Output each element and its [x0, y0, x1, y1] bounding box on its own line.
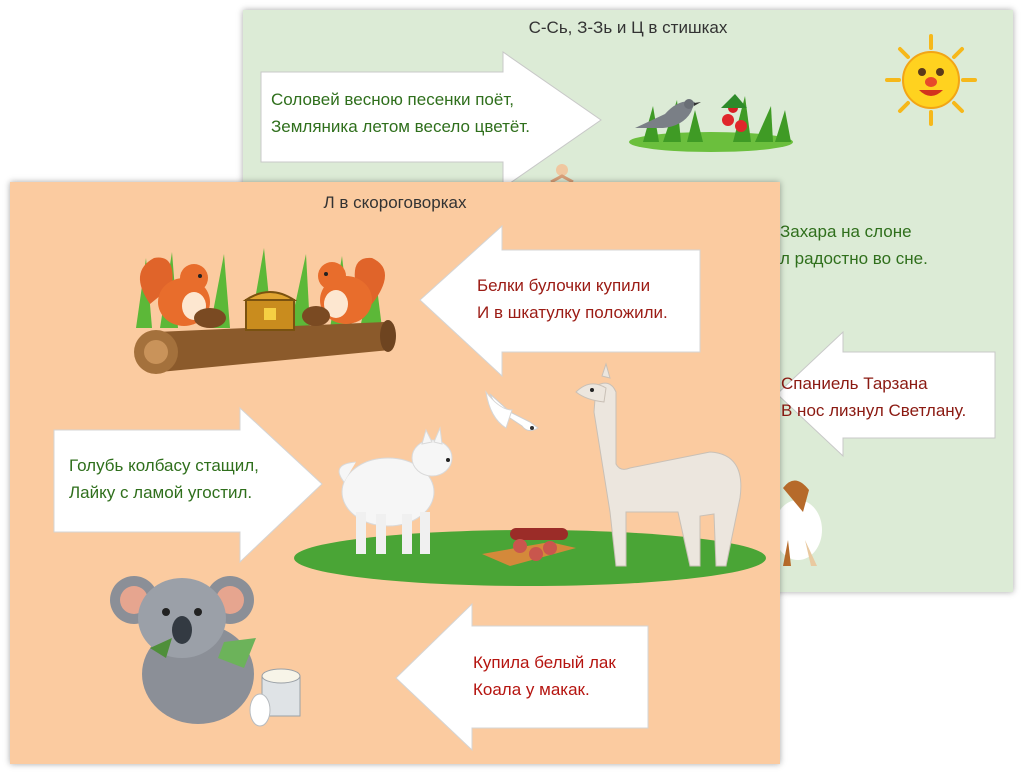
arrow-left-3 — [776, 330, 996, 458]
back-poem-1-line-1: Соловей весною песенки поёт, — [271, 90, 514, 109]
squirrel-icon — [139, 257, 226, 328]
front-poem-3-line-2: Коала у макак. — [473, 680, 590, 699]
back-poem-3-line-1: Спаниель Тарзана — [781, 374, 928, 393]
sun-icon — [885, 34, 977, 126]
front-poem-2: Голубь колбасу стащил, Лайку с ламой уго… — [69, 452, 259, 506]
log-icon — [134, 320, 396, 374]
dove-icon — [485, 390, 539, 432]
spaniel-icon — [774, 480, 822, 566]
arrow-right-1 — [260, 51, 602, 189]
back-poem-3: Спаниель Тарзана В нос лизнул Светлану. — [781, 370, 966, 424]
back-poem-2-line-1: Захара на слоне — [780, 222, 912, 241]
back-poem-1-line-2: Земляника летом весело цветёт. — [271, 117, 530, 136]
koala-icon — [110, 576, 256, 724]
arrow-left-3 — [395, 602, 649, 752]
llama-icon — [575, 362, 742, 567]
front-poem-2-line-2: Лайку с ламой угостил. — [69, 483, 253, 502]
laika-dog-icon — [338, 426, 453, 554]
back-slide-title: С-Сь, З-Зь и Ц в стишках — [528, 18, 728, 37]
arrow-right-2 — [53, 406, 323, 564]
front-poem-1-line-2: И в шкатулку положили. — [477, 303, 668, 322]
front-poem-3-line-1: Купила белый лак — [473, 653, 616, 672]
front-slide-scene — [53, 224, 766, 752]
front-poem-3: Купила белый лак Коала у макак. — [473, 649, 616, 703]
sausage-icon — [482, 528, 576, 566]
back-poem-1: Соловей весною песенки поёт, Земляника л… — [271, 86, 530, 140]
front-poem-1: Белки булочки купили И в шкатулку положи… — [477, 272, 668, 326]
front-poem-1-line-1: Белки булочки купили — [477, 276, 651, 295]
back-poem-2: Захара на слоне л радостно во сне. — [780, 218, 928, 272]
arrow-left-1 — [419, 224, 701, 378]
front-poem-2-line-1: Голубь колбасу стащил, — [69, 456, 259, 475]
front-slide-title: Л в скороговорках — [323, 193, 467, 212]
back-poem-3-line-2: В нос лизнул Светлану. — [781, 401, 967, 420]
elephant-rider-icon — [550, 164, 574, 184]
nightingale-strawberry-icon — [629, 94, 793, 152]
squirrel-icon-2 — [302, 257, 385, 326]
paint-can-icon — [249, 668, 301, 727]
chest-icon — [242, 291, 298, 331]
front-slide-card[interactable]: Л в скороговорках — [10, 182, 780, 764]
squirrels-log-icon — [134, 248, 396, 374]
back-poem-2-line-2: л радостно во сне. — [780, 249, 928, 268]
